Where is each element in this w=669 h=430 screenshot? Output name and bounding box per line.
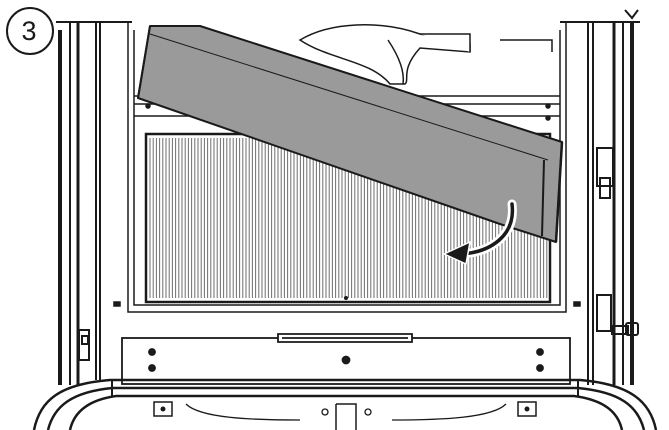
right-frame bbox=[560, 9, 640, 385]
front-panel bbox=[137, 25, 564, 243]
left-frame bbox=[56, 21, 132, 385]
lower-panel bbox=[121, 333, 571, 385]
curved-arrow-down-left-icon bbox=[443, 199, 517, 265]
step-badge bbox=[6, 7, 54, 55]
fan-housing bbox=[298, 24, 553, 85]
step-number: 3 bbox=[21, 16, 37, 46]
front-rail bbox=[32, 378, 658, 430]
